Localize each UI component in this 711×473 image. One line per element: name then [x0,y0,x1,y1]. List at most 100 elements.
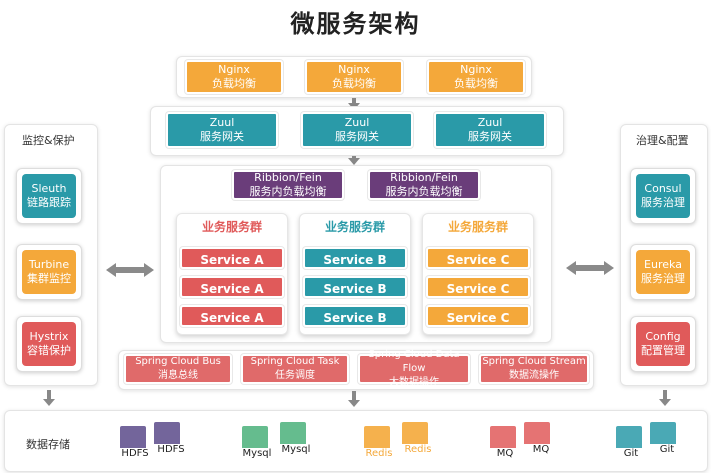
service-c-1: Service C [426,247,530,269]
right-item-config-desc: 配置管理 [641,344,685,357]
zuul-box-1: Zuul 服务网关 [166,112,278,148]
right-item-consul-name: Consul [644,182,682,195]
storage-mq-label-1: MQ [488,448,522,459]
mq-cylinder-icon [524,422,550,446]
mysql-cylinder-icon [242,426,268,450]
storage-mysql-label-1: Mysql [238,448,276,459]
right-item-consul-box: Consul 服务治理 [636,174,690,218]
ribbon-box-1-desc: 服务内负载均衡 [249,185,327,198]
arrow-right-storage-head [659,399,671,406]
left-item-hystrix-box: Hystrix 容错保护 [22,322,76,366]
right-item-config-box: Config 配置管理 [636,322,690,366]
ribbon-box-1: Ribbion/Fein 服务内负载均衡 [232,170,344,200]
storage-git: Git Git [612,418,684,470]
storage-redis: Redis Redis [360,418,440,470]
storage-hdfs-label-2: HDFS [154,444,188,455]
storage-git-label-2: Git [650,444,684,455]
service-a-3: Service A [180,305,284,327]
service-b-2: Service B [303,276,407,298]
left-item-sleuth: Sleuth 链路跟踪 [16,168,82,224]
zuul-box-1-name: Zuul [209,116,235,129]
service-a-2: Service A [180,276,284,298]
zuul-box-3-name: Zuul [477,116,503,129]
ribbon-box-2: Ribbion/Fein 服务内负载均衡 [368,170,480,200]
storage-mq-label-2: MQ [524,444,558,455]
cloud-box-task: Spring Cloud Task 任务调度 [241,354,349,384]
cloud-box-bus: Spring Cloud Bus 消息总线 [124,354,232,384]
right-double-arrow-icon [566,261,614,275]
nginx-box-2-desc: 负载均衡 [332,77,376,90]
zuul-box-2-desc: 服务网关 [335,130,379,143]
arrow-center-storage-head [348,400,360,407]
cloud-box-bus-name: Spring Cloud Bus [135,356,221,367]
storage-mq: MQ MQ [486,418,558,470]
zuul-box-2-name: Zuul [344,116,370,129]
left-double-arrow-icon [106,263,154,277]
storage-hdfs: HDFS HDFS [116,418,190,470]
arrow-nginx-zuul-stem [352,98,356,104]
right-item-eureka-desc: 服务治理 [641,272,685,285]
right-item-config-name: Config [645,330,681,343]
nginx-box-2-name: Nginx [338,63,370,76]
cloud-box-stream-desc: 数据流操作 [509,370,559,381]
cloud-box-bus-desc: 消息总线 [158,370,198,381]
service-group-c-title: 业务服务群 [447,220,508,234]
left-item-sleuth-desc: 链路跟踪 [27,196,71,209]
left-item-turbine-box: Turbine 集群监控 [22,250,76,294]
nginx-box-1: Nginx 负载均衡 [185,60,283,94]
ribbon-box-2-desc: 服务内负载均衡 [385,185,463,198]
arrow-center-storage-stem [352,391,356,401]
nginx-box-1-desc: 负载均衡 [212,77,256,90]
redis-cylinder-icon [364,426,390,450]
right-item-consul: Consul 服务治理 [630,168,696,224]
service-group-a-title: 业务服务群 [201,220,262,234]
cloud-box-task-desc: 任务调度 [275,370,315,381]
arrow-right-storage-stem [663,390,667,400]
zuul-box-1-desc: 服务网关 [200,130,244,143]
right-item-eureka: Eureka 服务治理 [630,244,696,300]
arrow-left-storage-head [43,399,55,406]
storage-mysql: Mysql Mysql [238,418,318,470]
left-item-sleuth-name: Sleuth [31,182,67,195]
nginx-box-3-name: Nginx [460,63,492,76]
service-c-2: Service C [426,276,530,298]
storage-mysql-label-2: Mysql [276,444,316,455]
zuul-box-2: Zuul 服务网关 [301,112,413,148]
storage-redis-label-1: Redis [360,448,398,459]
redis-cylinder-icon [402,422,428,446]
cloud-box-stream-name: Spring Cloud Stream [482,356,586,367]
storage-hdfs-label-1: HDFS [118,448,152,459]
page-title: 微服务架构 [290,10,421,38]
service-c-3: Service C [426,305,530,327]
right-item-eureka-box: Eureka 服务治理 [636,250,690,294]
left-item-sleuth-box: Sleuth 链路跟踪 [22,174,76,218]
storage-panel [4,410,708,472]
mq-cylinder-icon [490,426,516,450]
right-item-consul-desc: 服务治理 [641,196,685,209]
right-panel-label: 治理&配置 [636,134,689,147]
left-item-hystrix: Hystrix 容错保护 [16,316,82,372]
nginx-box-3: Nginx 负载均衡 [427,60,525,94]
zuul-box-3-desc: 服务网关 [468,130,512,143]
mysql-cylinder-icon [280,422,306,446]
left-item-turbine-name: Turbine [28,258,70,271]
arrow-zuul-core-head [348,158,360,165]
left-item-hystrix-desc: 容错保护 [27,344,71,357]
left-panel-label: 监控&保护 [22,134,75,147]
service-b-3: Service B [303,305,407,327]
nginx-box-1-name: Nginx [218,63,250,76]
ribbon-box-2-name: Ribbion/Fein [390,171,458,184]
service-group-b-title: 业务服务群 [324,220,385,234]
nginx-box-3-desc: 负载均衡 [454,77,498,90]
cloud-box-dataflow: Spring Cloud Data Flow 大数据操作 [358,349,470,388]
cloud-box-dataflow-name: Spring Cloud Data Flow [368,349,460,374]
nginx-box-2: Nginx 负载均衡 [305,60,403,94]
right-item-config: Config 配置管理 [630,316,696,372]
git-cylinder-icon [616,426,642,450]
storage-redis-label-2: Redis [398,444,438,455]
arrow-left-storage-stem [47,390,51,400]
right-item-eureka-name: Eureka [644,258,682,271]
cloud-box-dataflow-desc: 大数据操作 [389,377,439,388]
hdfs-cylinder-icon [120,426,146,450]
git-cylinder-icon [650,422,676,446]
